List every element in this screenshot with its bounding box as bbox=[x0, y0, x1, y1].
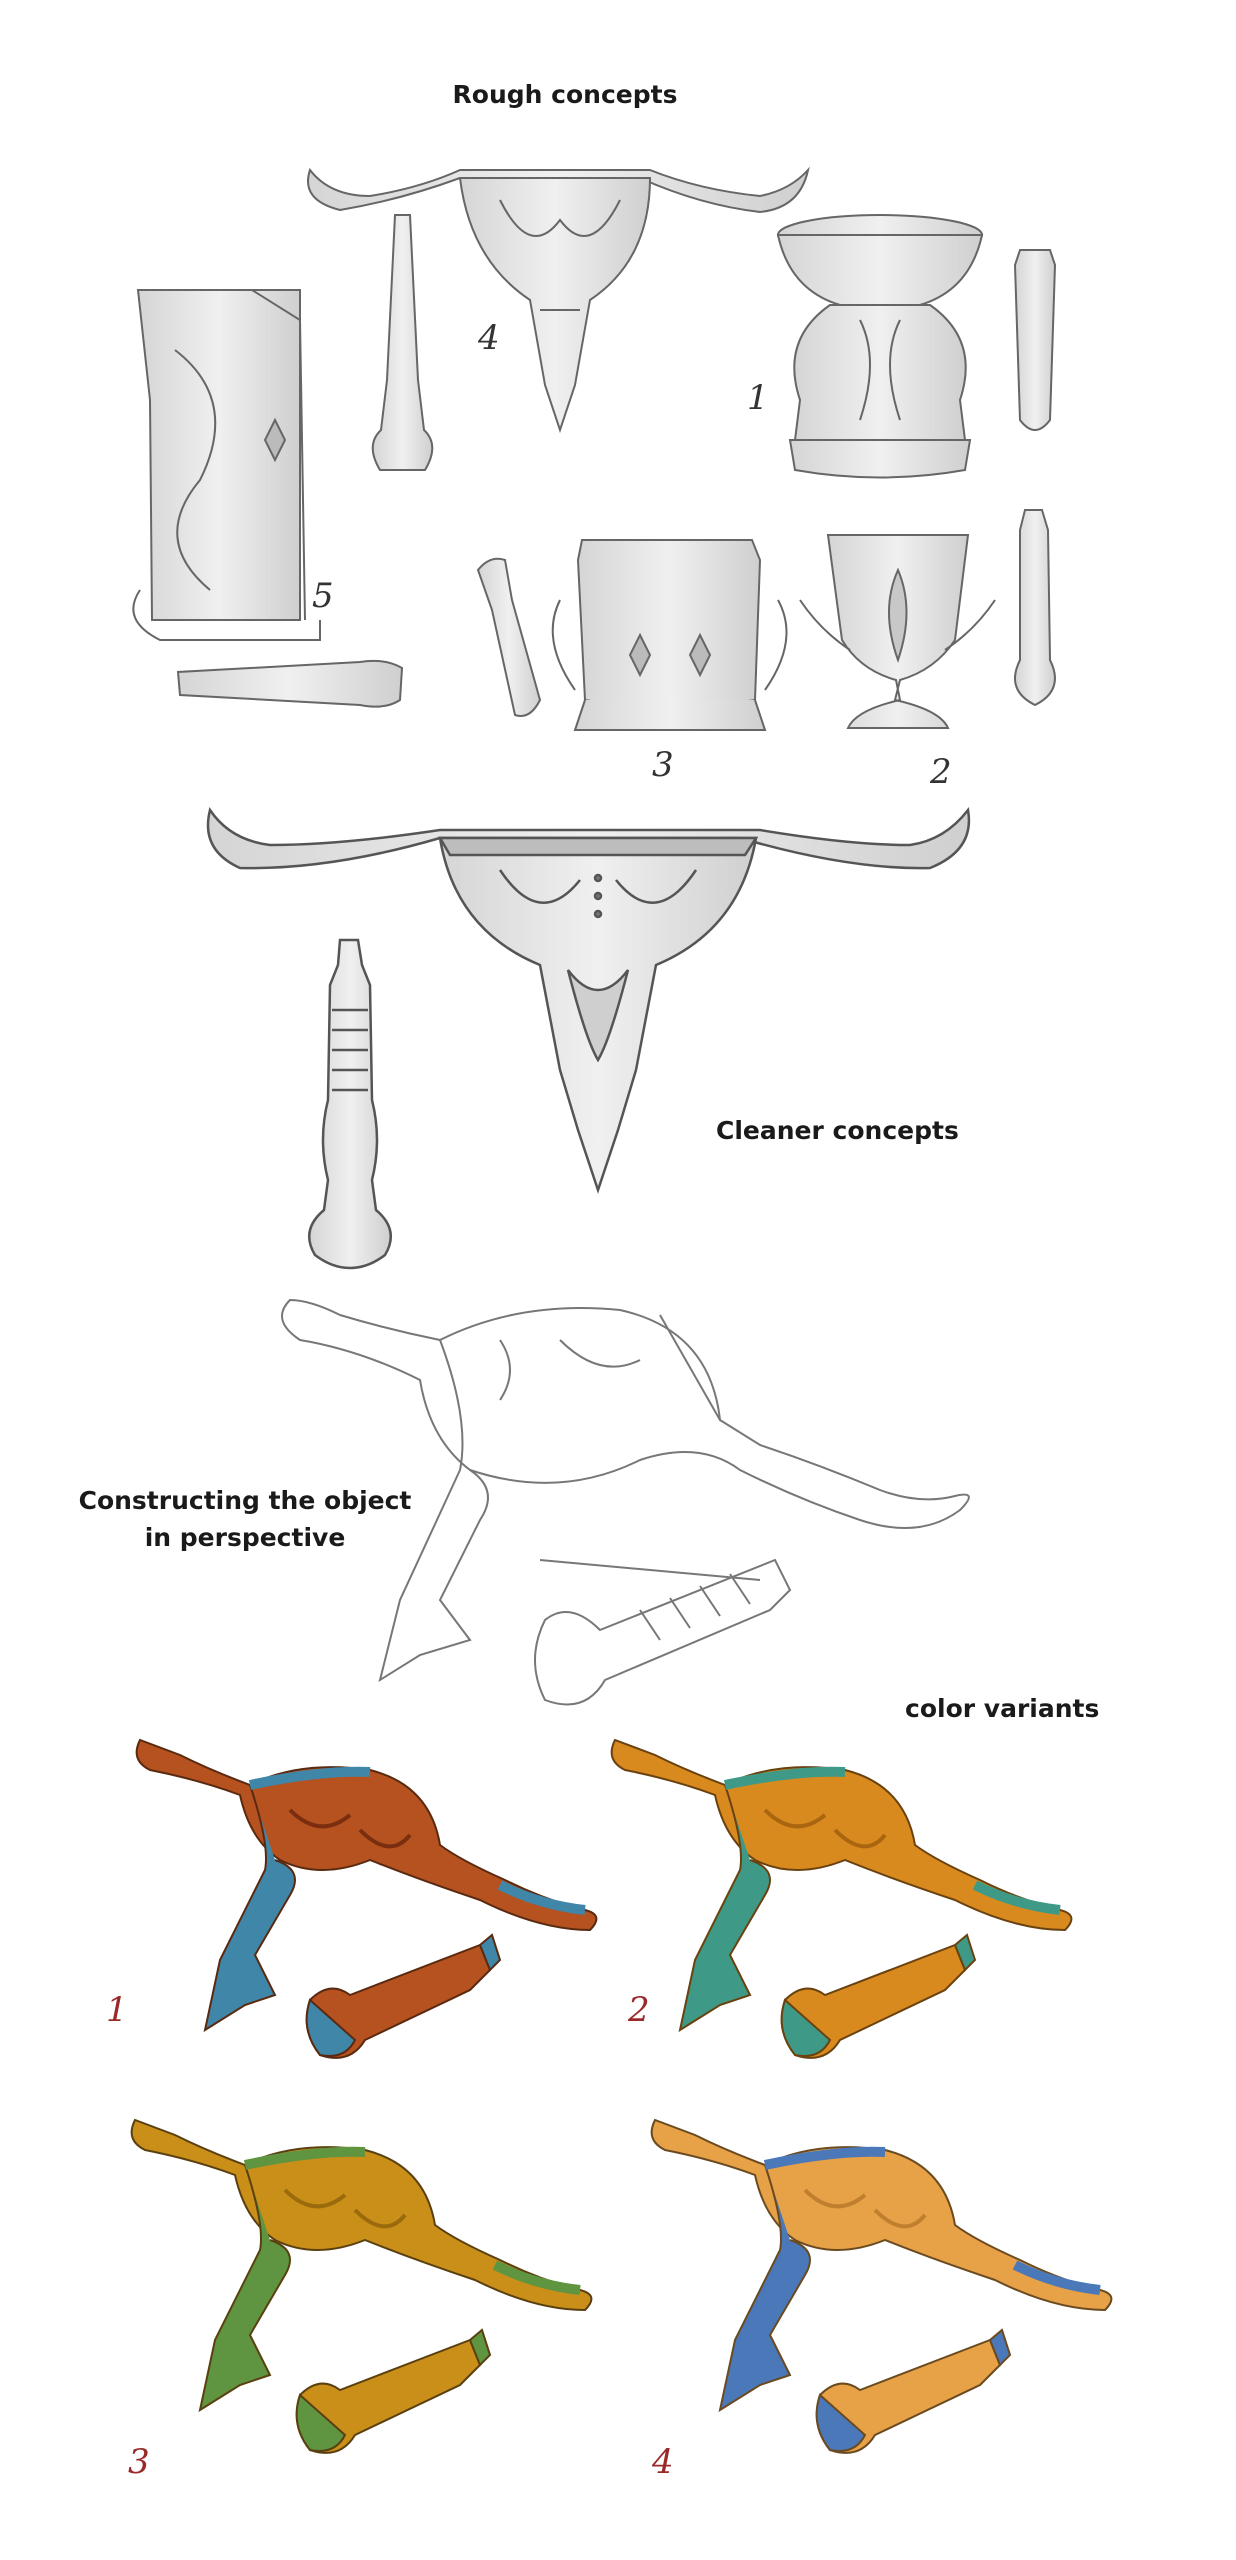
rough-pestle-5 bbox=[176, 659, 404, 708]
rough-mortar-1 bbox=[776, 214, 984, 479]
rough-number-5: 5 bbox=[312, 576, 334, 616]
variant-3-mortar bbox=[130, 2118, 593, 2413]
rough-mortar-4 bbox=[307, 166, 810, 434]
rough-number-3: 3 bbox=[652, 745, 674, 785]
rough-pestle-2 bbox=[1014, 509, 1056, 707]
variant-number-1: 1 bbox=[106, 1990, 128, 2030]
section-title-rough: Rough concepts bbox=[452, 80, 678, 109]
variant-4-mortar bbox=[650, 2118, 1113, 2413]
variant-1-pestle bbox=[305, 1933, 502, 2059]
variant-1-mortar bbox=[135, 1738, 598, 2033]
variant-4-pestle bbox=[815, 2328, 1012, 2454]
rough-number-4: 4 bbox=[478, 318, 500, 358]
rough-mortar-5 bbox=[132, 289, 321, 641]
variant-number-2: 2 bbox=[628, 1990, 650, 2030]
variant-3-pestle bbox=[295, 2328, 492, 2454]
section-title-cleaner: Cleaner concepts bbox=[716, 1116, 959, 1145]
clean-mortar bbox=[206, 806, 971, 1194]
variant-2-mortar bbox=[610, 1738, 1073, 2033]
rough-number-1: 1 bbox=[747, 378, 769, 418]
rough-number-2: 2 bbox=[930, 752, 952, 792]
rough-pestle-1 bbox=[1013, 249, 1057, 431]
variant-2-pestle bbox=[780, 1933, 977, 2059]
perspective-sketch bbox=[281, 1298, 970, 1706]
variant-number-3: 3 bbox=[128, 2442, 150, 2482]
section-title-perspective: Constructing the object in perspective bbox=[78, 1486, 412, 1552]
rough-mortar-2 bbox=[799, 534, 996, 729]
section-title-variants: color variants bbox=[905, 1694, 1100, 1723]
rough-pestle-4 bbox=[371, 214, 434, 471]
rough-mortar-3 bbox=[551, 539, 788, 731]
clean-pestle bbox=[307, 938, 393, 1270]
variant-number-4: 4 bbox=[652, 2442, 674, 2482]
rough-pestle-3 bbox=[476, 557, 542, 717]
